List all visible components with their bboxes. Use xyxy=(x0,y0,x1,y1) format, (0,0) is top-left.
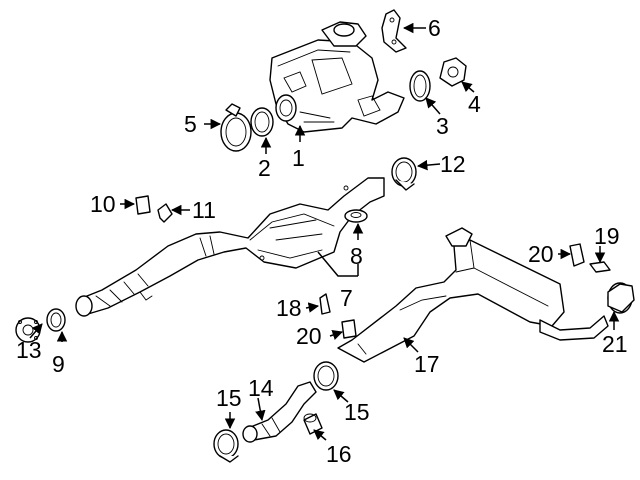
callout-19: 19 xyxy=(594,223,620,249)
hanger-20-upper xyxy=(569,243,585,267)
bracket-6 xyxy=(381,9,407,53)
grommet-8 xyxy=(344,209,368,223)
gasket-2 xyxy=(250,107,274,137)
callout-1: 1 xyxy=(292,145,305,171)
leader-lines xyxy=(29,22,620,441)
callout-12: 12 xyxy=(440,151,466,177)
callout-4: 4 xyxy=(468,91,481,117)
clamp-15-right xyxy=(313,361,339,391)
callout-18: 18 xyxy=(276,295,302,321)
clamp-12 xyxy=(391,157,417,191)
bushing-16 xyxy=(303,413,323,435)
callout-16: 16 xyxy=(326,441,352,467)
callout-20-upper: 20 xyxy=(528,241,554,267)
callout-13: 13 xyxy=(16,337,42,363)
callout-15-right: 15 xyxy=(344,399,370,425)
front-pipe-7 xyxy=(75,177,385,317)
rear-muffler-17 xyxy=(337,227,609,363)
callout-15-left: 15 xyxy=(216,385,242,411)
hanger-20-lower xyxy=(341,319,357,339)
gasket-4 xyxy=(439,57,467,87)
gasket-9 xyxy=(46,308,66,332)
callout-3: 3 xyxy=(436,113,449,139)
callout-2: 2 xyxy=(258,155,271,181)
callout-5: 5 xyxy=(184,111,197,137)
clamp-15-left xyxy=(213,429,239,463)
callout-11: 11 xyxy=(192,197,216,223)
gasket-3 xyxy=(409,70,431,102)
catalytic-converter xyxy=(269,21,405,133)
callout-8: 8 xyxy=(350,243,363,269)
callout-7: 7 xyxy=(340,285,353,311)
tailpipe-tip-21 xyxy=(607,282,635,314)
callout-9: 9 xyxy=(52,351,65,377)
bracket-18 xyxy=(319,293,331,315)
callout-labels: 1 2 3 4 5 6 7 8 9 10 11 12 13 14 15 15 1… xyxy=(16,15,628,467)
callout-10: 10 xyxy=(90,191,116,217)
callout-20-lower: 20 xyxy=(296,323,322,349)
callout-17: 17 xyxy=(414,351,440,377)
clamp-5 xyxy=(220,103,252,152)
clip-19 xyxy=(589,261,611,273)
connecting-pipe-14 xyxy=(242,381,317,443)
callout-21: 21 xyxy=(602,331,628,357)
callout-14: 14 xyxy=(248,375,274,401)
bracket-11 xyxy=(157,203,173,223)
callout-6: 6 xyxy=(428,15,441,41)
hanger-10 xyxy=(135,195,151,215)
